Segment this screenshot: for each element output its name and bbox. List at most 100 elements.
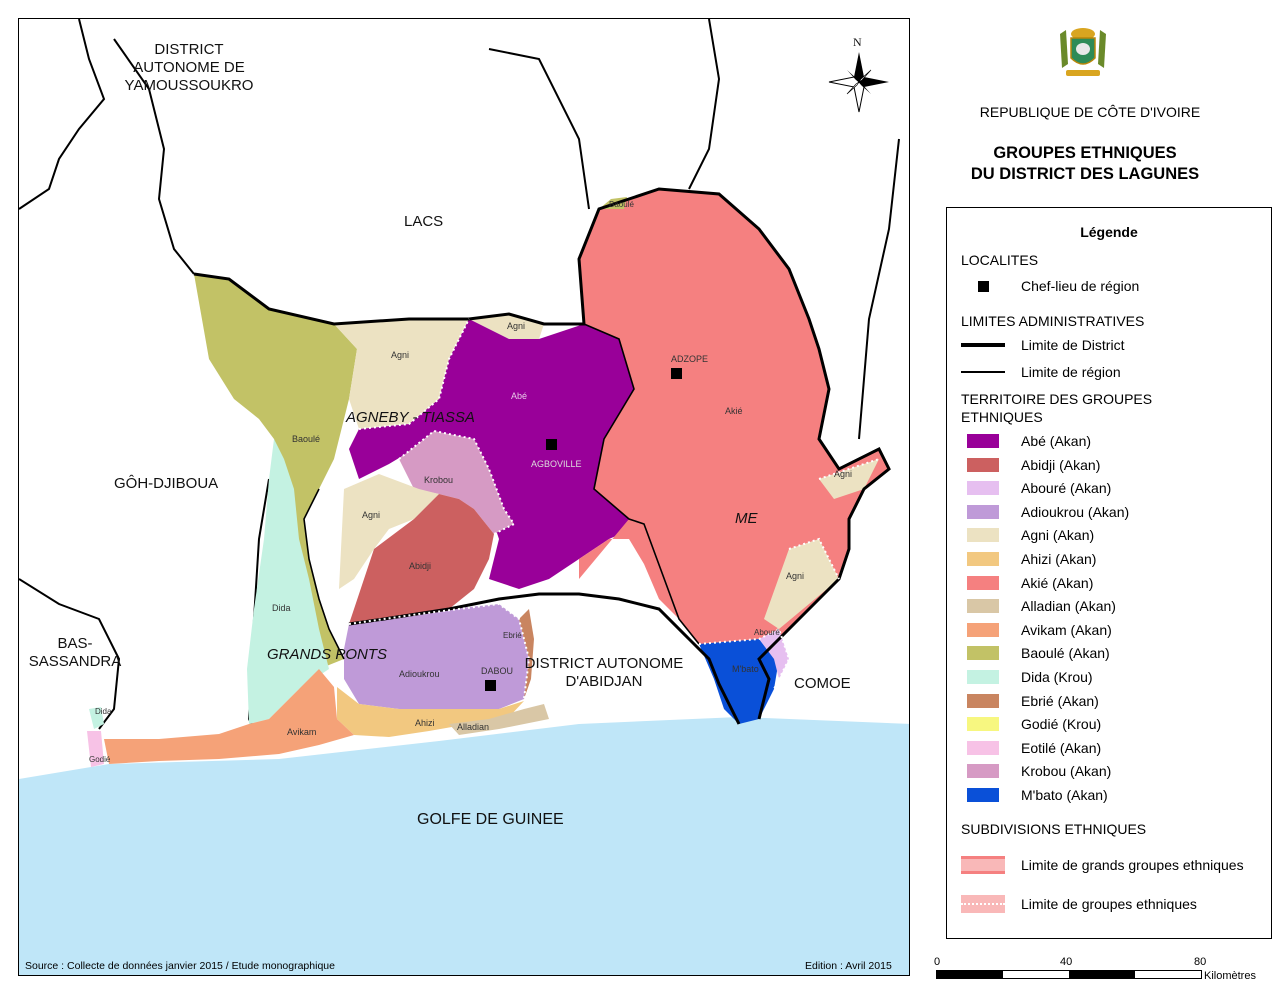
- label-agneby-tiassa: AGNEBY - TIASSA: [346, 409, 475, 426]
- group-label-godie: Godié: [89, 755, 111, 764]
- alladian-territory: [449, 704, 549, 735]
- ethnic-limits: [348, 318, 880, 700]
- legend-group-item: Adioukrou (Akan): [961, 501, 1129, 523]
- label-lacs: LACS: [404, 213, 444, 230]
- legend-group-label: Godié (Krou): [1021, 716, 1102, 733]
- legend-limite-grands-label: Limite de grands groupes ethniques: [1021, 857, 1244, 873]
- label-abidjan: DISTRICT AUTONOME D'ABIDJAN: [524, 655, 684, 690]
- color-swatch: [967, 457, 999, 472]
- legend-group-label: Dida (Krou): [1021, 669, 1093, 685]
- scale-unit: Kilomètres: [1204, 970, 1256, 982]
- group-label-agni-se: Agni: [786, 571, 805, 581]
- avikam-territory: [104, 669, 354, 764]
- dida-west-territory: [89, 707, 104, 729]
- group-label-agni-east: Agni: [834, 469, 853, 479]
- legend-group-item: Avikam (Akan): [961, 619, 1112, 641]
- legend-chef-lieu-label: Chef-lieu de région: [1021, 278, 1140, 294]
- legend-limites: LIMITES ADMINISTRATIVES: [961, 313, 1145, 329]
- legend-group-label: Abouré (Akan): [1021, 480, 1112, 497]
- legend-chef-lieu: Chef-lieu de région: [961, 275, 1139, 297]
- legend-group-label: Ahizi (Akan): [1021, 551, 1097, 567]
- legend-group-item: Baoulé (Akan): [961, 642, 1110, 664]
- city-marker-adzope: [671, 368, 682, 379]
- color-swatch: [967, 693, 999, 708]
- legend-territoire: TERRITOIRE DES GROUPES ETHNIQUES: [961, 391, 1153, 425]
- legend-group-label: Akié (Akan): [1021, 574, 1094, 591]
- compass-rose-icon: [828, 52, 889, 113]
- legend-group-label: Baoulé (Akan): [1021, 645, 1110, 662]
- scale-tick-0: 0: [934, 956, 941, 968]
- agni-north-territory: [334, 319, 469, 429]
- group-label-dida: Dida: [272, 603, 291, 613]
- color-swatch: [967, 552, 999, 566]
- legend-group-item: Godié (Krou): [961, 713, 1101, 735]
- legend-group-label: Abidji (Akan): [1021, 456, 1101, 473]
- label-goh-djiboua: GÔH-DJIBOUA: [114, 475, 219, 492]
- color-swatch: [967, 788, 999, 802]
- legend-group-item: M'bato (Akan): [961, 784, 1108, 806]
- color-swatch: [967, 575, 999, 590]
- group-label-ebrie: Ebrié: [503, 631, 522, 640]
- map-title-line2: DU DISTRICT DES LAGUNES: [970, 165, 1200, 183]
- legend-group-label: Abé (Akan): [1021, 433, 1092, 449]
- color-swatch: [967, 528, 999, 543]
- legend-group-label: Agni (Akan): [1021, 527, 1095, 544]
- group-label-adioukrou: Adioukrou: [399, 669, 440, 679]
- group-label-baoule-ne: Baoulé: [609, 200, 634, 209]
- agni-top-territory: [469, 314, 544, 339]
- legend-group-item: Ebrié (Akan): [961, 690, 1099, 712]
- legend-subdivisions: SUBDIVISIONS ETHNIQUES: [961, 821, 1147, 837]
- legend-box: Légende LOCALITES Chef-lieu de région LI…: [946, 207, 1272, 939]
- group-label-aboure: Abouré: [754, 628, 780, 637]
- legend-group-item: Abé (Akan): [961, 430, 1091, 452]
- scale-bar-graphic: [936, 970, 1202, 979]
- dida-territory: [247, 439, 329, 724]
- legend-group-item: Eotilé (Akan): [961, 737, 1101, 759]
- abe-territory: [349, 319, 644, 589]
- agni-se-territory: [764, 539, 839, 629]
- aboure-territory: [759, 629, 789, 679]
- label-comoe: COMOE: [794, 675, 851, 692]
- map-title: GROUPES ETHNIQUES DU DISTRICT DES LAGUNE…: [940, 143, 1230, 185]
- legend-limite-region-label: Limite de région: [1021, 364, 1121, 380]
- label-golfe: GOLFE DE GUINEE: [417, 811, 564, 828]
- legend-group-label: Alladian (Akan): [1021, 598, 1116, 615]
- golfe-de-guinee-sea: [19, 717, 909, 975]
- color-swatch: [967, 670, 999, 684]
- lagunes-district-border: [193, 187, 891, 720]
- city-marker-dabou: [485, 680, 496, 691]
- legend-group-label: Adioukrou (Akan): [1021, 503, 1130, 520]
- eotile-territory: [87, 731, 104, 767]
- color-swatch: [967, 599, 999, 614]
- group-label-akie: Akié: [725, 406, 743, 416]
- label-grands-ponts: GRANDS PONTS: [267, 646, 388, 663]
- map-frame: DISTRICT AUTONOME DE YAMOUSSOUKRO LACS G…: [18, 18, 910, 976]
- region-limits: [303, 323, 700, 660]
- legend-group-label: Ebrié (Akan): [1021, 692, 1099, 709]
- legend-limite-region: Limite de région: [961, 361, 1121, 383]
- thin-line-icon: [961, 371, 1005, 373]
- legend-group-item: Ahizi (Akan): [961, 548, 1096, 570]
- krobou-territory: [399, 431, 514, 534]
- square-marker-icon: [977, 280, 989, 292]
- legend-limite-grands: Limite de grands groupes ethniques: [961, 854, 1244, 876]
- city-label-dabou: DABOU: [481, 666, 514, 676]
- source-note: Source : Collecte de données janvier 201…: [25, 960, 335, 972]
- legend-limite-groupes: Limite de groupes ethniques: [961, 893, 1197, 915]
- pink-band-icon: [961, 856, 1005, 874]
- city-label-agboville: AGBOVILLE: [531, 459, 582, 469]
- legend-group-item: Krobou (Akan): [961, 760, 1111, 782]
- legend-group-label: M'bato (Akan): [1021, 787, 1108, 803]
- thick-line-icon: [961, 343, 1005, 347]
- north-label: N: [853, 35, 862, 49]
- label-me: ME: [735, 510, 758, 527]
- scale-bar: 0 40 80 Kilomètres: [932, 956, 1272, 994]
- legend-group-item: Alladian (Akan): [961, 595, 1116, 617]
- color-swatch: [967, 504, 999, 519]
- baoule-territory: [194, 274, 357, 669]
- ebrie-territory: [519, 609, 534, 699]
- legend-group-label: Avikam (Akan): [1021, 621, 1112, 638]
- abidji-territory: [349, 494, 494, 624]
- group-label-baoule: Baoulé: [292, 434, 321, 444]
- group-label-krobou: Krobou: [424, 475, 454, 485]
